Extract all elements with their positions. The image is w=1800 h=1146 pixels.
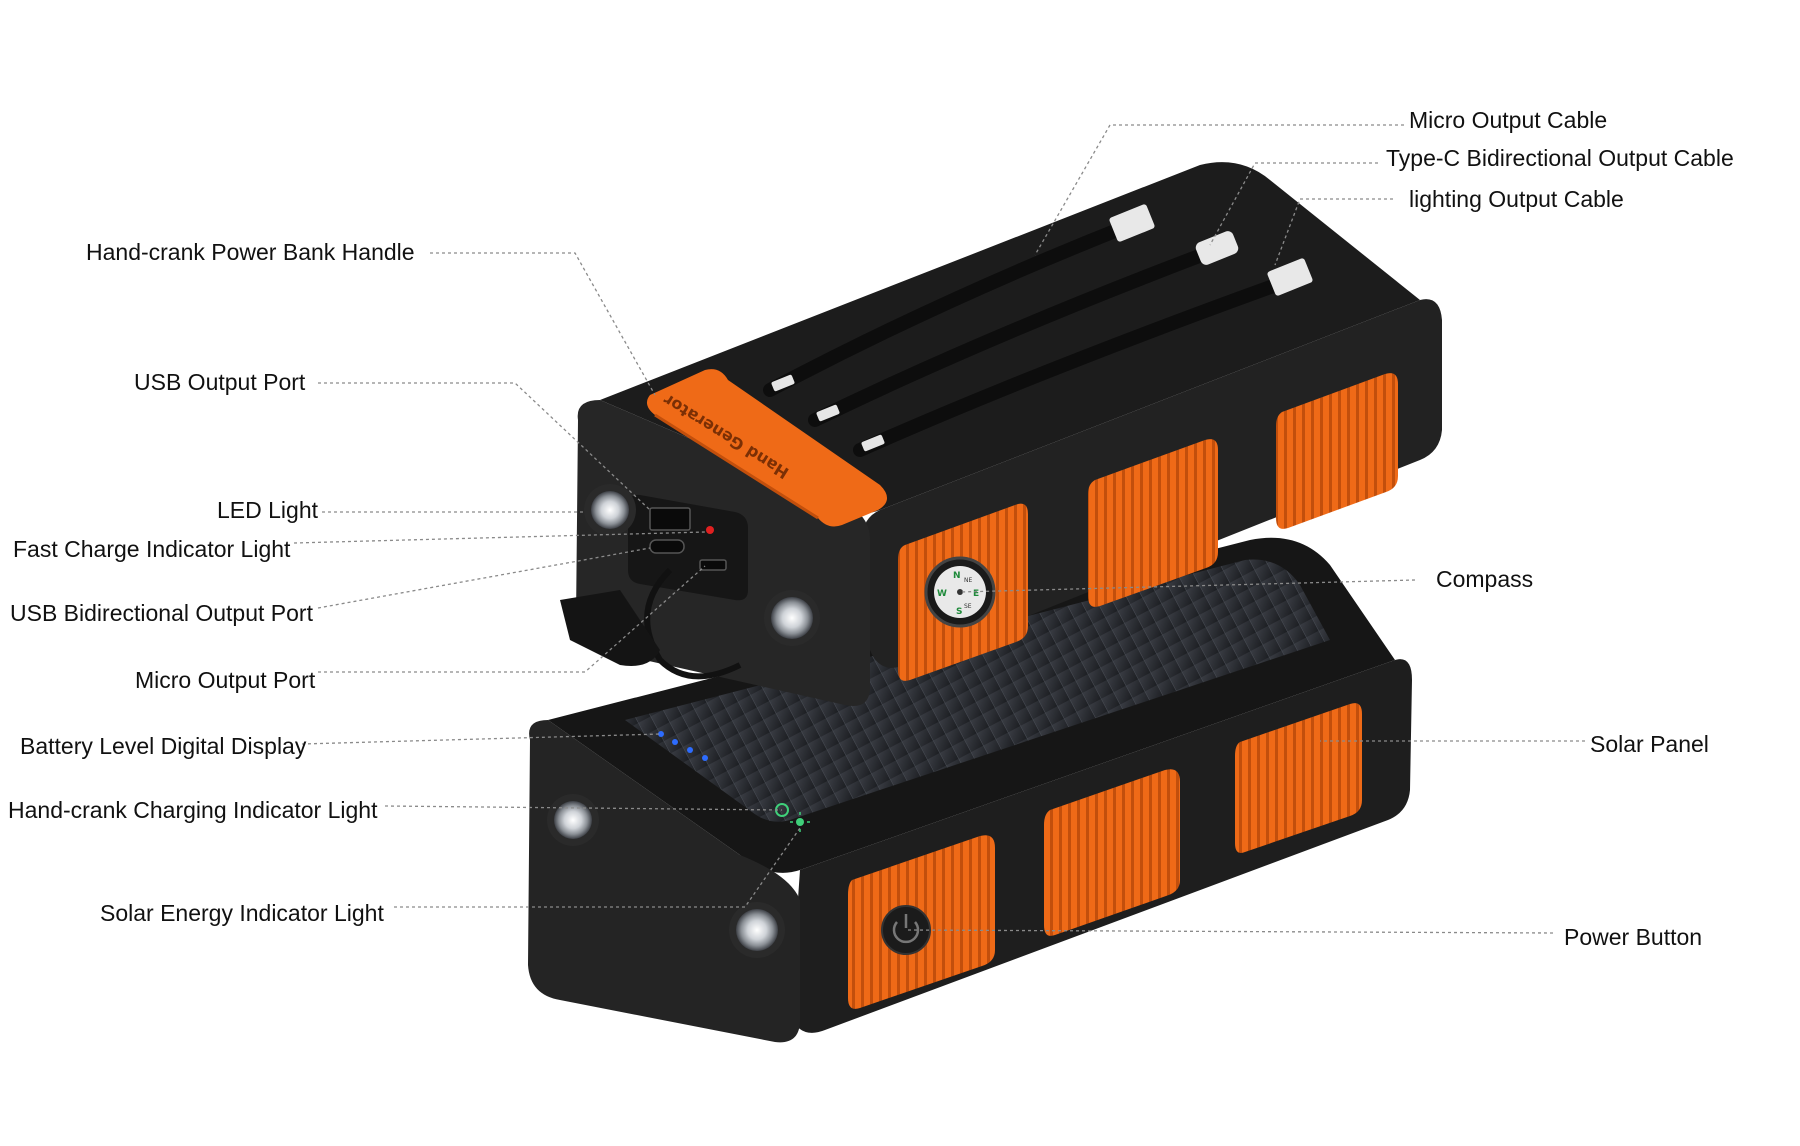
solar-panel [625,559,1330,822]
leader-lines [293,124,1585,934]
battery-level-digital-display [658,731,708,761]
solar-energy-indicator-icon [790,812,810,832]
lower-led-light-right [729,902,785,958]
leader-solar-indicator [394,827,801,908]
label-fast-charge: Fast Charge Indicator Light [13,536,291,562]
usb-bidirectional-output-port[interactable] [649,539,685,554]
compass-letter-s: S [956,607,962,617]
leader-compass [959,579,1416,593]
leader-micro-output-port [318,565,706,673]
cable-channels [763,218,1297,457]
compass-letter-n: N [953,571,961,581]
lower-end-cap [528,720,800,1043]
cable-tips [771,374,885,452]
label-compass: Compass [1436,566,1533,592]
leader-typec-cable [1209,162,1378,246]
label-lighting-cable: lighting Output Cable [1409,186,1624,212]
micro-output-port[interactable] [699,559,727,571]
label-battery-display: Battery Level Digital Display [20,733,307,759]
leader-usb-bidirectional [317,547,651,609]
label-typec-cable: Type-C Bidirectional Output Cable [1386,145,1734,171]
label-handcrank-indicator: Hand-crank Charging Indicator Light [8,797,378,823]
label-power-button: Power Button [1564,924,1702,950]
usb-output-port[interactable] [649,507,691,531]
label-solar-indicator: Solar Energy Indicator Light [100,900,384,926]
leader-handle [430,252,656,396]
label-usb-output-port: USB Output Port [134,369,306,395]
micro-output-cable-icon [1109,204,1155,242]
label-led-light: LED Light [217,497,319,523]
lighting-output-cable-icon [1267,258,1313,296]
labels: Micro Output Cable Type-C Bidirectional … [8,107,1734,950]
compass-letter-se: SE [964,603,972,610]
label-handle: Hand-crank Power Bank Handle [86,239,415,265]
fast-charge-indicator-light [706,526,714,534]
label-micro-output-port: Micro Output Port [135,667,316,693]
typec-output-cable-icon [1195,231,1239,265]
compass: N E S W NE SE [924,556,996,628]
lower-led-light-left [547,794,599,846]
leader-lighting-cable [1274,198,1393,266]
power-button[interactable] [881,905,931,955]
upper-power-bank: N E S W NE SE [560,162,1442,706]
leader-micro-output-cable [1034,124,1404,256]
label-usb-bidirectional: USB Bidirectional Output Port [10,600,314,626]
cable-loop [644,567,742,680]
upper-led-light-right [764,590,820,646]
compass-letter-w: W [937,589,947,599]
leader-handcrank-indicator [384,805,783,811]
leader-fast-charge [293,531,706,544]
compass-letter-ne: NE [964,577,972,584]
lower-power-bank [528,537,1412,1043]
micro-plug [560,590,660,666]
label-solar-panel: Solar Panel [1590,731,1709,757]
port-panel [628,494,748,601]
label-micro-output-cable: Micro Output Cable [1409,107,1607,133]
upper-led-light-left [584,484,636,536]
leader-usb-output-port [318,382,651,511]
compass-letter-e: E [973,589,979,599]
